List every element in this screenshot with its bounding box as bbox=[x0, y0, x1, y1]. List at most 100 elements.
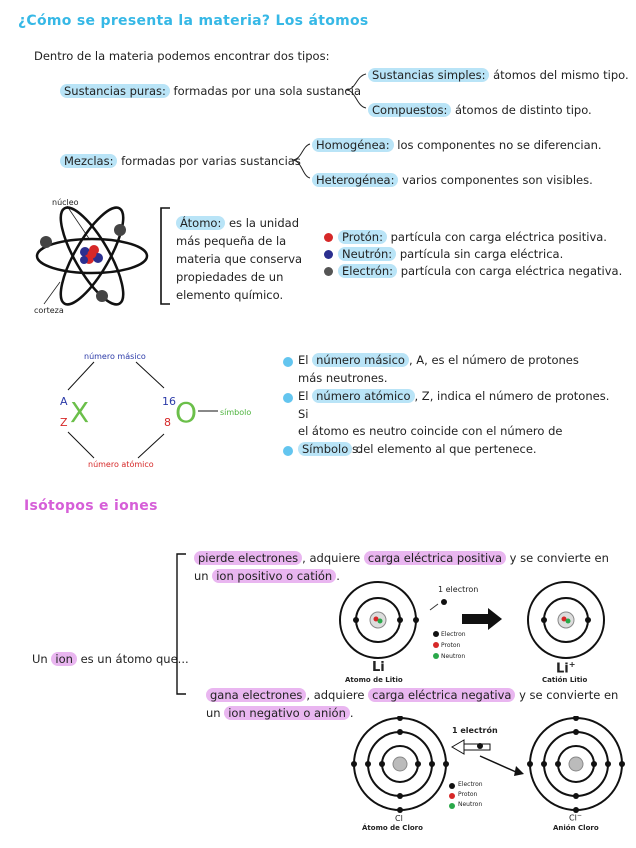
notation-lines bbox=[67, 361, 218, 459]
lithium-ion-atom bbox=[527, 581, 605, 659]
branch-lines bbox=[291, 73, 367, 179]
b1-line2: más neutrones. bbox=[298, 370, 388, 385]
ion-bracket bbox=[176, 553, 186, 695]
cation-term3: carga eléctrica positiva bbox=[363, 551, 507, 565]
mixtures: Mezclas: formadas por varias sustancias bbox=[60, 154, 301, 168]
element-symbol: O bbox=[175, 396, 198, 429]
li-caption: Atomo de Litio bbox=[345, 676, 403, 684]
compound-term: Compuestos: bbox=[368, 103, 452, 117]
atom-icon bbox=[35, 205, 149, 306]
atom-def-line: es la unidad bbox=[228, 216, 300, 230]
anion-term5: ion negativo o anión bbox=[224, 705, 350, 720]
anion-t4: y se convierte en bbox=[519, 688, 619, 702]
li-ion-letter: Li bbox=[556, 661, 569, 677]
atom-def-line: materia que conserva bbox=[176, 252, 303, 266]
mass-number-label: número másico bbox=[84, 352, 146, 361]
atom-term: Átomo: bbox=[176, 216, 226, 230]
chlorine-legend bbox=[449, 783, 455, 809]
b2-line2: el átomo es neutro coincide con el númer… bbox=[298, 424, 563, 438]
neutron-term: Neutrón: bbox=[338, 247, 397, 261]
b1-pre: El bbox=[298, 353, 309, 367]
pure-substances: Sustancias puras: formadas por una sola … bbox=[60, 84, 361, 98]
chlorine-ion-atom bbox=[527, 716, 625, 813]
homog-term: Homogénea: bbox=[312, 138, 394, 152]
heterogeneous: Heterogénea: varios componentes son visi… bbox=[312, 173, 593, 187]
legend-neutron: Neutron bbox=[458, 801, 483, 808]
nucleus-label: núcleo bbox=[52, 198, 79, 207]
simple-text: átomos del mismo tipo. bbox=[493, 68, 629, 82]
intro-text: Dentro de la materia podemos encontrar d… bbox=[34, 49, 330, 63]
mass-number-bullet: El número másico, A, es el número de pro… bbox=[298, 352, 618, 387]
ion-definition: Un ion es un átomo que... bbox=[32, 652, 189, 666]
bullet bbox=[283, 393, 293, 403]
heterog-text: varios componentes son visibles. bbox=[402, 173, 593, 187]
A-symbol: A bbox=[60, 395, 68, 408]
proton-text: partícula con carga eléctrica positiva. bbox=[390, 230, 607, 244]
cl-electron-label: 1 electrón bbox=[452, 726, 498, 735]
homog-text: los componentes no se diferencian. bbox=[397, 138, 602, 152]
legend-neutron: Neutron bbox=[441, 653, 466, 660]
section-title-isotopes: Isótopos e iones bbox=[24, 498, 158, 514]
proton-term: Protón: bbox=[338, 230, 387, 244]
cl-ion-caption: Anión Cloro bbox=[553, 824, 599, 832]
cation-text: pierde electrones, adquiere carga eléctr… bbox=[194, 551, 609, 583]
bullet bbox=[283, 446, 293, 456]
X-symbol: X bbox=[70, 396, 90, 429]
anion-term1: gana electrones bbox=[206, 688, 307, 702]
ion-pre: Un bbox=[32, 652, 48, 666]
chlorine-atom bbox=[351, 716, 449, 813]
cation-l2-t1: un bbox=[194, 568, 209, 583]
cation-term5: ion positivo o catión bbox=[212, 568, 337, 583]
pure-term: Sustancias puras: bbox=[60, 84, 170, 98]
chlorine-diagram bbox=[351, 716, 625, 813]
atom-def-line: propiedades de un bbox=[176, 270, 284, 284]
arrow-right-icon bbox=[462, 608, 502, 630]
atomic-number-label: número atómico bbox=[88, 460, 154, 469]
cation-term1: pierde electrones bbox=[194, 551, 303, 565]
mix-text: formadas por varias sustancias bbox=[121, 154, 301, 168]
mix-term: Mezclas: bbox=[60, 154, 118, 168]
b2-pre: El bbox=[298, 389, 309, 403]
ion-term: ion bbox=[51, 652, 77, 666]
arrow-right-icon bbox=[479, 755, 524, 776]
neutron-text: partícula sin carga eléctrica. bbox=[399, 247, 564, 261]
electron-line: Electrón: partícula con carga eléctrica … bbox=[338, 264, 622, 278]
cl-ion-symbol: Cl− bbox=[569, 812, 582, 823]
bullet bbox=[283, 357, 293, 367]
li-ion-symbol: Li+ bbox=[556, 660, 575, 676]
crust-label: corteza bbox=[34, 306, 64, 315]
pure-text: formadas por una sola sustancia bbox=[173, 84, 361, 98]
anion-text: gana electrones, adquiere carga eléctric… bbox=[206, 688, 619, 720]
symbol-label: símbolo bbox=[220, 408, 252, 417]
lithium-diagram bbox=[339, 581, 605, 659]
b2-post: , Z, indica el número de protones. Si bbox=[298, 389, 610, 421]
b1-post: , A, es el número de protones bbox=[408, 353, 579, 367]
proton-dot bbox=[324, 233, 333, 242]
b1-term: número másico bbox=[312, 353, 409, 367]
atomic-number: 8 bbox=[164, 416, 171, 429]
cl-ion-letter: Cl bbox=[569, 813, 577, 823]
anion-term3: carga eléctrica negativa bbox=[368, 688, 516, 702]
bracket bbox=[160, 207, 170, 305]
symbol-bullet: Símbolo del elemento al que pertenece. bbox=[298, 441, 618, 459]
Z-symbol: Z bbox=[60, 416, 68, 429]
proton-line: Protón: partícula con carga eléctrica po… bbox=[338, 230, 607, 244]
simple-term: Sustancias simples: bbox=[368, 68, 490, 82]
simple-substances: Sustancias simples: átomos del mismo tip… bbox=[368, 68, 629, 82]
li-ion-caption: Catión Litio bbox=[542, 676, 588, 684]
cl-symbol: Cl bbox=[395, 814, 403, 823]
b3-term: Símbolo bbox=[298, 442, 353, 456]
homogeneous: Homogénea: los componentes no se diferen… bbox=[312, 138, 602, 152]
section-title-atoms: ¿Cómo se presenta la materia? Los átomos bbox=[18, 13, 369, 29]
legend-proton: Proton bbox=[458, 791, 478, 798]
li-legend-text: Electron Proton Neutron bbox=[441, 629, 466, 662]
neutron-dot bbox=[324, 250, 333, 259]
cation-t2: , adquiere bbox=[302, 551, 361, 565]
heterog-term: Heterogénea: bbox=[312, 173, 399, 187]
b3-post: del elemento al que pertenece. bbox=[355, 442, 537, 456]
electron-text: partícula con carga eléctrica negativa. bbox=[400, 264, 623, 278]
cation-t4: y se convierte en bbox=[509, 551, 609, 565]
mass-number: 16 bbox=[162, 395, 176, 408]
cl-legend-text: Electron Proton Neutron bbox=[458, 780, 483, 810]
li-ion-charge: + bbox=[568, 660, 576, 669]
